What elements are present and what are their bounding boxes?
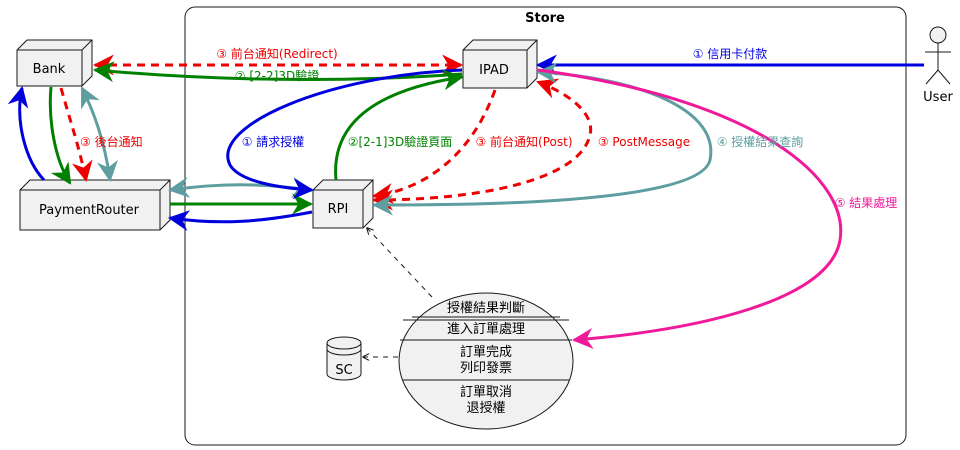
decision-row2-line2: 列印發票 — [460, 361, 512, 376]
payment-router-node[interactable]: PaymentRouter — [19, 179, 171, 231]
label-rpi-ipad-3dpage: ②[2-1]3D驗證頁面 — [348, 134, 453, 149]
decision-row3-line1: 訂單取消 — [460, 384, 512, 400]
ipad-node[interactable]: IPAD — [462, 39, 538, 89]
edge-decision-rpi — [367, 228, 433, 298]
label-ipad-rpi-request: ① 請求授權 — [242, 134, 305, 149]
user-label: User — [923, 90, 953, 105]
store-title: Store — [525, 11, 565, 26]
label-ipad-bank-redirect: ③ 前台通知(Redirect) — [216, 46, 337, 61]
sc-label: SC — [335, 363, 352, 378]
rpi-label: RPI — [328, 202, 349, 217]
rpi-node[interactable]: RPI — [312, 179, 374, 229]
label-ipad-rpi-query: ④ 授權結果查詢 — [717, 134, 804, 149]
decision-node[interactable]: 授權結果判斷 進入訂單處理 訂單完成 列印發票 訂單取消 退授權 — [398, 292, 574, 430]
user-head-icon — [929, 26, 947, 44]
edge-router-bank-blue — [7, 85, 46, 182]
bank-node[interactable]: Bank — [16, 39, 93, 87]
label-bank-backend-notify: ③ 後台通知 — [80, 134, 143, 149]
user-actor[interactable] — [925, 26, 951, 85]
sc-database[interactable]: SC — [326, 336, 362, 381]
decision-row1: 進入訂單處理 — [447, 321, 525, 337]
decision-title: 授權結果判斷 — [447, 301, 525, 316]
label-ipad-result-process: ⑤ 結果處理 — [835, 196, 898, 210]
edge-rpi-router-blue — [167, 210, 313, 232]
label-rpi-ipad-postmessage: ③ PostMessage — [598, 135, 690, 149]
decision-row3-line2: 退授權 — [466, 401, 505, 416]
label-ipad-rpi-post: ③ 前台通知(Post) — [475, 134, 572, 149]
edge-bank-router-green — [48, 86, 72, 185]
payment-router-label: PaymentRouter — [39, 203, 140, 218]
label-user-ipad: ① 信用卡付款 — [693, 47, 768, 61]
edge-ipad-decision-pink — [537, 68, 843, 349]
label-ipad-bank-3d: ② [2-2]3D驗證 — [235, 68, 319, 83]
edge-ipad-rpi-request — [226, 68, 463, 200]
edge-rpi-ipad-3dpage — [334, 69, 465, 181]
bank-label: Bank — [33, 62, 66, 77]
edge-bank-router-teal — [80, 86, 118, 183]
decision-row2-line1: 訂單完成 — [460, 344, 512, 360]
edge-bank-router-red — [59, 87, 93, 183]
ipad-label: IPAD — [479, 63, 509, 78]
